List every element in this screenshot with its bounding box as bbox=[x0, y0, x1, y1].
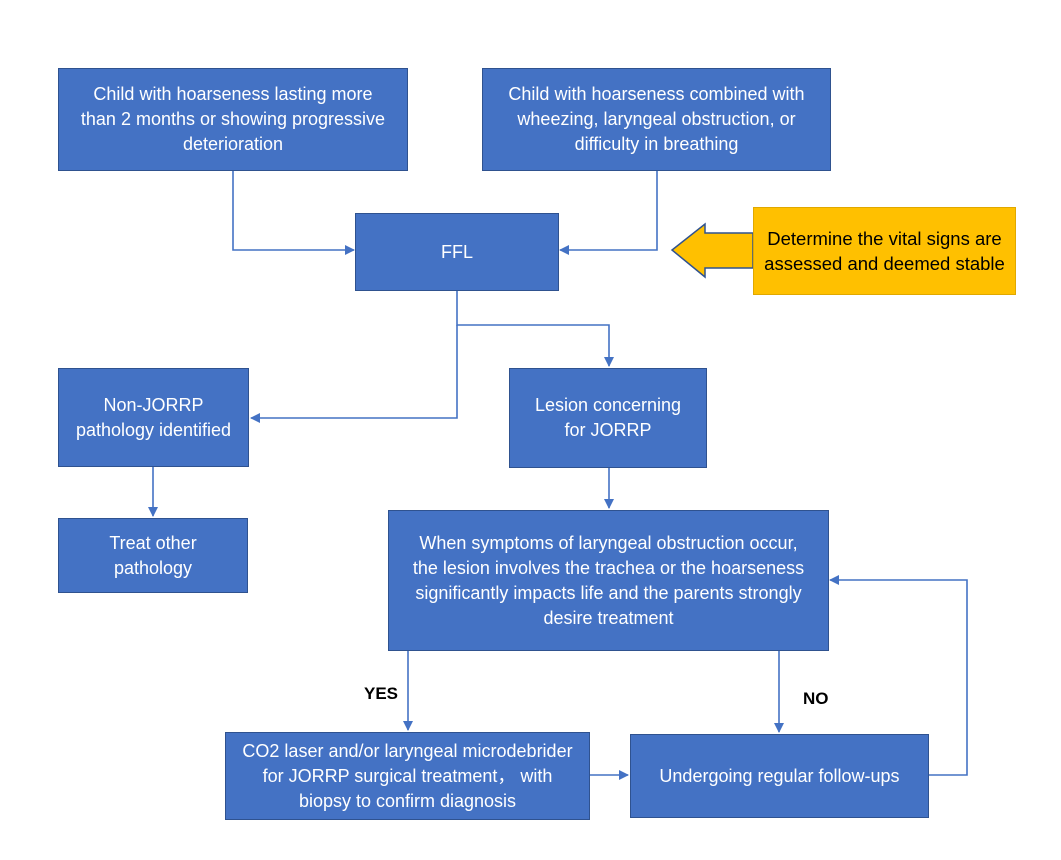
node-hoarseness-2-months: Child with hoarseness lasting more than … bbox=[58, 68, 408, 171]
edge-combined-to-ffl bbox=[559, 171, 658, 255]
node-vital-signs-text: Determine the vital signs are assessed a… bbox=[764, 228, 1005, 274]
node-vital-signs: Determine the vital signs are assessed a… bbox=[753, 207, 1016, 295]
edge-label-yes: YES bbox=[364, 684, 399, 703]
node-follow-ups-text: Undergoing regular follow-ups bbox=[659, 765, 900, 786]
node-surgical-treatment-text: CO2 laser and/or laryngeal microdebrider… bbox=[242, 740, 573, 811]
node-follow-ups: Undergoing regular follow-ups bbox=[630, 734, 929, 818]
node-non-jorrp-text: Non-JORRP pathology identified bbox=[75, 394, 232, 440]
node-hoarseness-combined: Child with hoarseness combined with whee… bbox=[482, 68, 831, 171]
edge-ffl-to-lesion bbox=[456, 291, 614, 367]
edge-hoarseness2-to-ffl bbox=[232, 171, 355, 255]
node-lesion-jorrp-text: Lesion concerning for JORRP bbox=[534, 395, 682, 440]
node-decision-text: When symptoms of laryngeal obstruction o… bbox=[412, 532, 805, 628]
edge-followup-loop bbox=[829, 575, 968, 776]
node-hoarseness-2-months-text: Child with hoarseness lasting more than … bbox=[80, 84, 386, 154]
node-ffl: FFL bbox=[355, 213, 559, 291]
node-lesion-jorrp: Lesion concerning for JORRP bbox=[509, 368, 707, 468]
edge-ffl-to-nonjorrp bbox=[250, 325, 458, 423]
node-hoarseness-combined-text: Child with hoarseness combined with whee… bbox=[508, 84, 805, 154]
node-decision: When symptoms of laryngeal obstruction o… bbox=[388, 510, 829, 651]
edge-label-no: NO bbox=[803, 689, 829, 708]
node-ffl-text: FFL bbox=[440, 241, 473, 262]
orange-arrow bbox=[670, 222, 754, 279]
node-treat-other-text: Treat other pathology bbox=[109, 532, 197, 578]
node-surgical-treatment: CO2 laser and/or laryngeal microdebrider… bbox=[225, 732, 590, 820]
node-non-jorrp: Non-JORRP pathology identified bbox=[58, 368, 249, 467]
node-treat-other: Treat other pathology bbox=[58, 518, 248, 593]
